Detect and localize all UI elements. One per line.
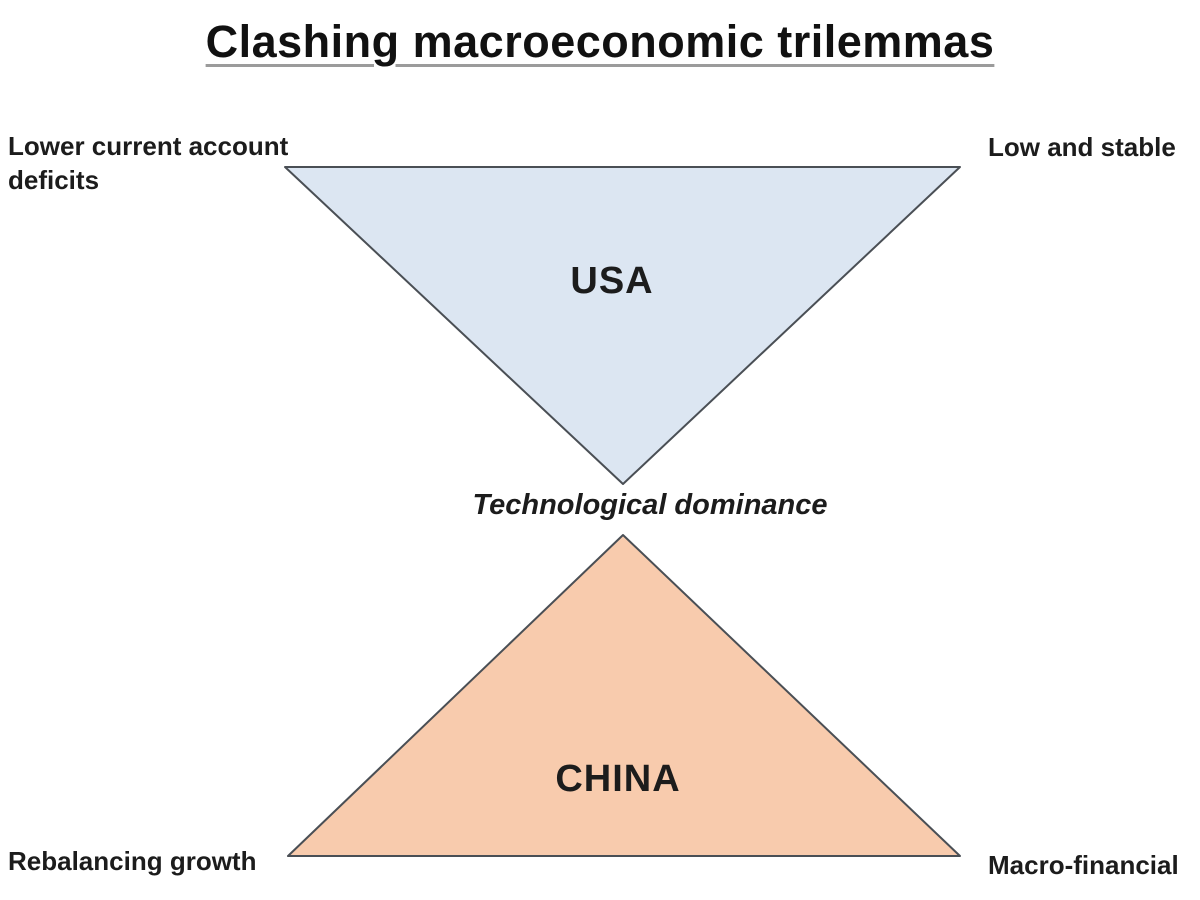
page-title: Clashing macroeconomic trilemmas — [205, 16, 995, 67]
china-vertex-label-rebalancing-growth: Rebalancing growth — [8, 846, 257, 876]
china-triangle-shape — [287, 534, 961, 857]
usa-triangle-label: USA — [570, 260, 654, 302]
china-vertex-label-macro-financial: Macro-financial — [988, 850, 1179, 880]
usa-vertex-label-low-and-stable: Low and stable — [988, 132, 1176, 162]
usa-triangle-shape — [284, 166, 961, 485]
usa-vertex-label-lower-current-account-deficits: Lower current account deficits — [8, 131, 289, 196]
shared-vertex-label-technological-dominance: Technological dominance — [472, 489, 828, 521]
china-triangle-label: CHINA — [555, 758, 681, 800]
